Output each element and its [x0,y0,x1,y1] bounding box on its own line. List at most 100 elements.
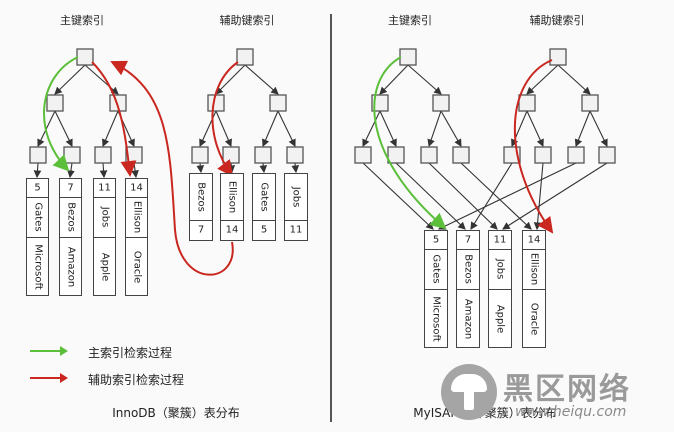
record-name: Ellison [528,252,540,286]
tree-node [518,94,536,112]
tree-edge [54,110,73,147]
innodb-back-to-primary-path [110,60,234,276]
record-id: 7 [67,182,74,194]
tree-nodes [29,48,616,164]
legend-red-arrow [30,373,68,383]
innodb-primary-index-title: 主键索引 [60,14,104,27]
innodb-secondary-entry: Jobs 11 [284,173,308,241]
myisam-data-record: 11 Jobs Apple [488,230,512,348]
tree-node [207,94,225,112]
tree-edge [227,162,236,174]
tree-edge [533,162,544,231]
tree-node [399,48,417,66]
tree-edge [259,162,268,174]
tree-node [598,146,616,164]
myisam-data-record: 14 Ellison Oracle [522,230,546,348]
entry-primary-key: 7 [197,224,205,236]
record-name: Bezos [65,202,76,232]
entry-name: Bezos [195,182,207,212]
tree-edge [362,162,434,230]
tree-edge [362,110,381,147]
entry-name: Ellison [226,180,238,214]
tree-node [94,146,112,164]
tree-edge [526,110,544,148]
tree-node [581,94,599,112]
innodb-primary-search-path [43,56,79,172]
tree-edge [427,110,442,148]
record-company: Apple [494,304,506,334]
myisam-data-record: 5 Gates Microsoft [424,230,448,348]
innodb-primary-record: 7 Bezos Amazon [59,178,82,296]
record-company: Amazon [65,246,76,288]
tree-node [534,146,552,164]
tree-node [567,146,585,164]
tree-edge [262,110,279,148]
innodb-secondary-search-path [211,61,239,177]
tree-node [420,146,438,164]
tree-edge [470,162,513,230]
tree-edge [557,64,591,95]
innodb-secondary-entry: Ellison 14 [220,173,244,241]
tree-edge [379,110,397,148]
record-name: Gates [430,254,442,284]
tree-node [549,48,567,66]
innodb-secondary-entry: Bezos 7 [189,173,213,241]
record-company: Microsoft [430,296,442,342]
record-id: 14 [527,234,541,246]
entry-name: Gates [258,182,270,212]
tree-edge [84,64,119,95]
tree-edge [102,110,119,148]
tree-edge [33,162,42,179]
tree-edge [291,162,300,174]
record-name: Bezos [462,254,474,284]
tree-edge [438,162,577,230]
tree-node [254,146,272,164]
innodb-primary-record: 11 Jobs Apple [93,178,116,296]
entry-primary-key: 14 [225,224,239,236]
myisam-secondary-index-title: 辅助键索引 [529,14,585,27]
tree-edge [244,64,279,95]
record-name: Jobs [494,258,506,280]
record-company: Oracle [131,250,142,284]
tree-edge [54,64,86,95]
record-id: 5 [34,182,41,194]
record-company: Microsoft [32,244,43,290]
tree-edge [196,162,205,174]
tree-edge [407,64,442,95]
tree-edge [131,162,139,179]
watermark-title: 黑区网络 [503,372,631,407]
tree-node [109,94,127,112]
legend-primary-search: 主索引检索过程 [88,346,173,360]
record-name: Ellison [131,200,142,234]
record-id: 5 [432,234,440,246]
legend-green-arrow [30,346,68,356]
innodb-secondary-index-title: 辅助键索引 [219,14,275,27]
entry-name: Jobs [290,186,302,208]
tree-node [452,146,470,164]
record-company: Oracle [528,302,540,336]
tree-edge [428,162,498,230]
tree-edges [33,64,608,231]
tree-edge [589,110,608,147]
search-paths [43,56,554,276]
tree-edge [440,110,462,147]
tree-node [432,94,450,112]
tree-edge [395,162,466,230]
record-company: Apple [99,252,110,282]
innodb-primary-record: 14 Ellison Oracle [125,178,148,296]
myisam-primary-index-title: 主键索引 [388,14,432,27]
record-id: 14 [130,182,143,194]
tree-edge [215,110,232,148]
legend-secondary-search: 辅助索引检索过程 [88,373,185,387]
record-id: 11 [493,234,507,246]
record-name: Gates [32,202,43,232]
tree-edge [502,162,608,230]
tree-node [371,94,389,112]
tree-node [387,146,405,164]
tree-edge [99,162,108,179]
record-id: 7 [464,234,472,246]
tree-node [269,94,287,112]
tree-edge [379,64,409,95]
tree-node [286,146,304,164]
